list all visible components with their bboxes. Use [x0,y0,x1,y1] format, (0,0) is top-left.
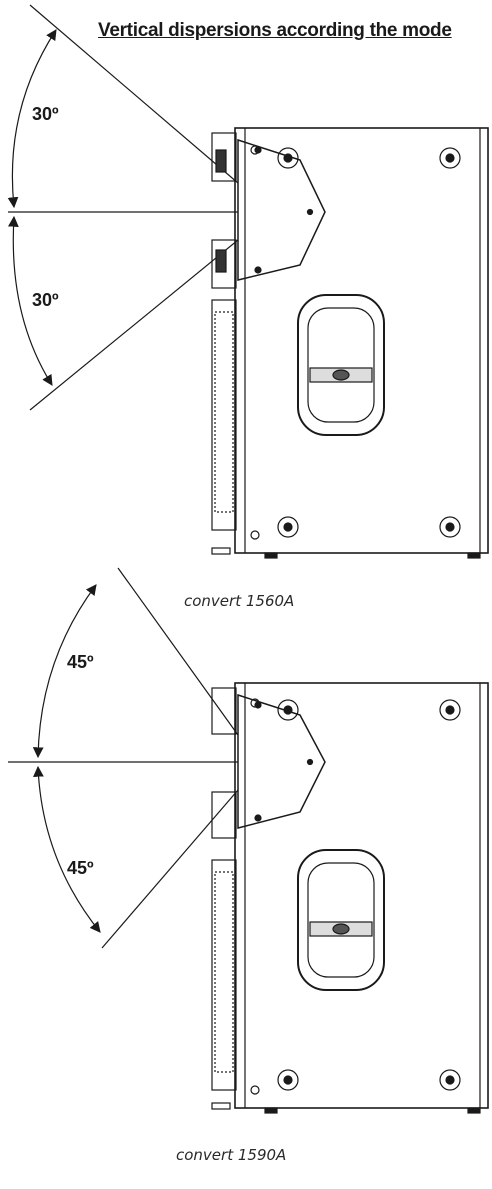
upper-angle-arc [32,584,97,759]
upper-boundary-line [29,4,239,184]
caption-1590a: convert 1590A [176,1146,287,1164]
lower-angle-arc [33,765,101,933]
angle-label-1560a-lower: 30º [32,290,59,310]
upper-boundary-line [117,567,239,736]
angle-label-1560a-upper: 30º [32,104,59,124]
angle-label-1590a-upper: 45º [67,652,94,672]
diagram-1590a [8,567,489,1114]
figure-title: Vertical dispersions according the mode [98,20,452,41]
speaker-cabinet-1590a [211,682,489,1114]
lower-angle-arc [8,215,53,386]
lower-boundary-line [29,239,239,411]
caption-1560a: convert 1560A [184,592,295,610]
lower-boundary-line [101,789,239,949]
speaker-cabinet-1560a [211,127,489,559]
angle-label-1590a-lower: 45º [67,858,94,878]
diagram-1560a [7,4,489,559]
upper-angle-arc [7,29,57,209]
